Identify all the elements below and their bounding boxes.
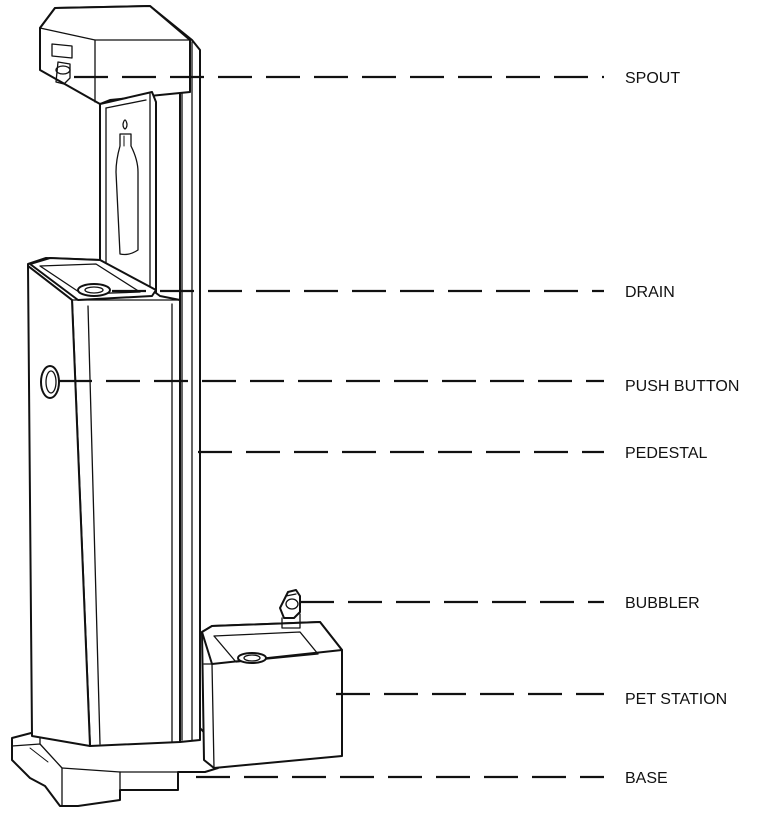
spout-head (39, 5, 191, 105)
front-tower (27, 257, 181, 747)
base-label: BASE (625, 770, 668, 787)
bubbler-icon (279, 589, 301, 629)
pet-station (201, 621, 343, 769)
push-button-icon (40, 365, 60, 399)
spout-label: SPOUT (625, 70, 680, 87)
pet-station-label: PET STATION (625, 691, 727, 708)
bottle-filler-recess (99, 91, 157, 293)
labels: SPOUT DRAIN PUSH BUTTON PEDESTAL BUBBLER… (625, 70, 739, 787)
push-button-label: PUSH BUTTON (625, 378, 739, 395)
pedestal-label: PEDESTAL (625, 445, 708, 462)
bottle-icon (115, 119, 139, 256)
drain-icon (77, 283, 111, 297)
drain-label: DRAIN (625, 284, 675, 301)
leader-lines (58, 75, 604, 779)
bubbler-label: BUBBLER (625, 595, 700, 612)
